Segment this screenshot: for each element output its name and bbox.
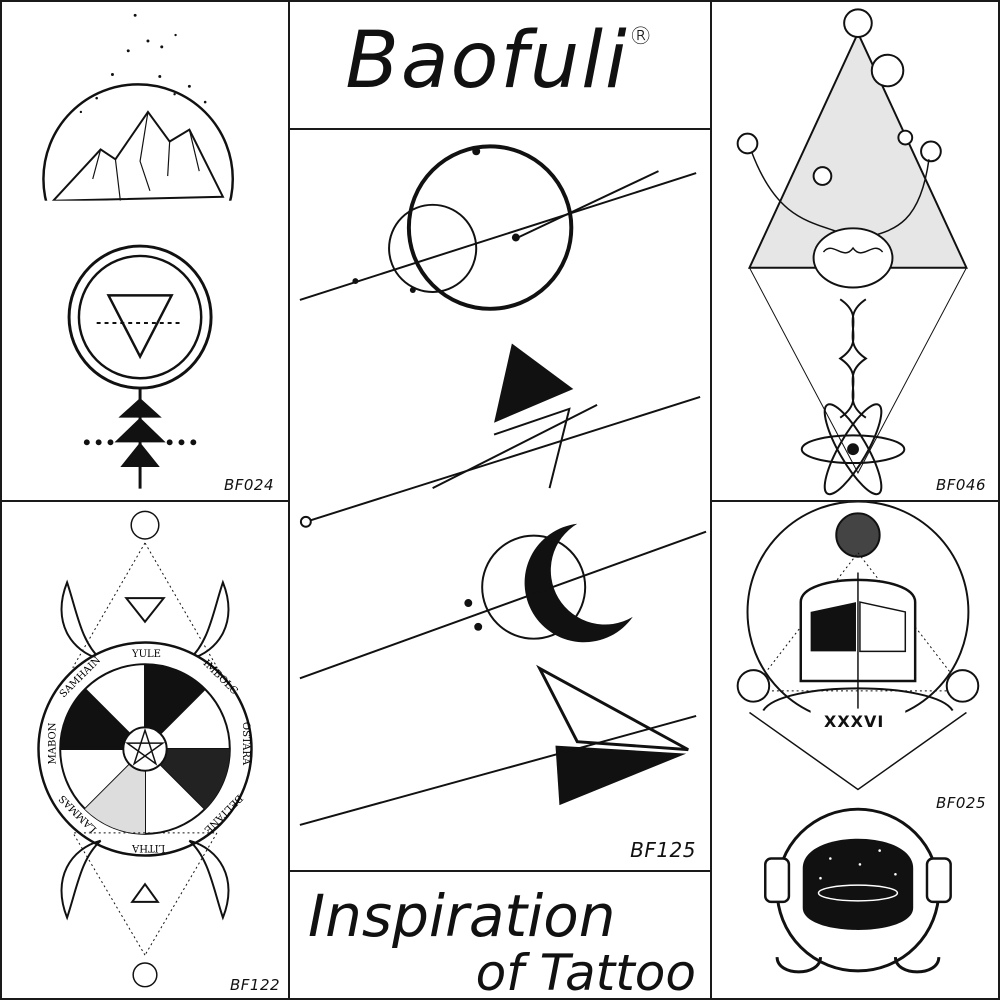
wheel-label: LITHA	[132, 842, 166, 853]
brand-panel: Baofuli®	[288, 0, 712, 130]
tattoo-panel-bf122: YULE IMBOLC OSTARA BELTANE LITHA LAMMAS …	[0, 500, 290, 1000]
tagline-line-2: of Tattoo	[475, 944, 696, 1000]
registered-mark: ®	[628, 22, 655, 50]
design-code: BF025	[935, 794, 986, 812]
wheel-label: MABON	[47, 722, 59, 765]
design-code: BF046	[935, 476, 986, 494]
tagline-panel: Inspiration of Tattoo	[288, 870, 712, 1000]
tagline-line-1: Inspiration	[308, 882, 616, 950]
brain-dna-illustration	[736, 8, 968, 496]
tattoo-panel-bf024: BF024	[0, 0, 290, 502]
geometric-moon-illustration	[299, 144, 707, 826]
brand-name: Baofuli	[345, 16, 629, 106]
tattoo-panel-bf125: BF125	[288, 128, 712, 872]
design-code: BF122	[230, 976, 281, 994]
design-code: BF024	[223, 476, 274, 494]
tattoo-panel-bf046: BF046	[710, 0, 1000, 502]
tattoo-panel-bf025: XXXVI BF025	[710, 500, 1000, 1000]
design-code: BF125	[630, 838, 696, 862]
wheel-of-year-illustration	[37, 510, 253, 988]
wheel-label: OSTARA	[240, 721, 252, 766]
brand-logo: Baofuli®	[290, 16, 710, 106]
wheel-label: YULE	[132, 649, 161, 660]
mountain-earth-illustration	[41, 13, 239, 489]
roman-numeral: XXXVI	[824, 712, 885, 731]
astronaut-illustration	[736, 502, 980, 974]
